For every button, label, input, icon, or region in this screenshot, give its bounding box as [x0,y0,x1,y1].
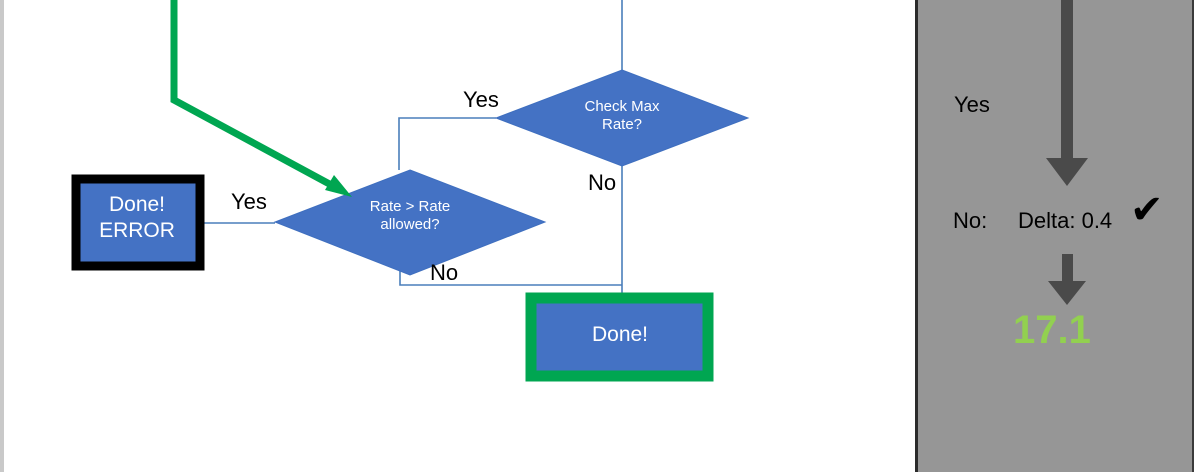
edge-label-no-to-done: No [430,260,459,285]
panel-yes-label: Yes [954,92,990,117]
node-done[interactable] [525,292,714,382]
highlight-arrowhead [325,175,352,197]
edge-label-yes-to-rate-check: Yes [463,87,499,112]
edge-label-no-from-check-max: No [588,170,617,195]
edge-label-yes-to-done-error: Yes [231,189,267,214]
panel-no-label: No: [953,208,988,233]
connector-yes-branch [398,117,496,170]
node-check-max-rate[interactable] [494,69,750,167]
panel-arrow-bottom-icon [1048,254,1086,305]
status-panel: Yes No: Delta: 0.4 ✔ 17.1 [915,0,1194,472]
panel-delta-value: Delta: 0.4 [1018,208,1113,233]
flowchart-canvas [71,0,750,382]
panel-result-value: 17.1 [1013,308,1091,352]
check-mark-icon: ✔ [1130,188,1164,232]
panel-arrow-canvas [1046,0,1088,305]
node-done-error[interactable] [71,174,205,271]
page-left-edge [0,0,4,472]
highlight-path-arrow [170,0,337,191]
node-rate-greater-than-allowed[interactable] [273,169,547,276]
panel-arrow-top-icon [1046,0,1088,186]
